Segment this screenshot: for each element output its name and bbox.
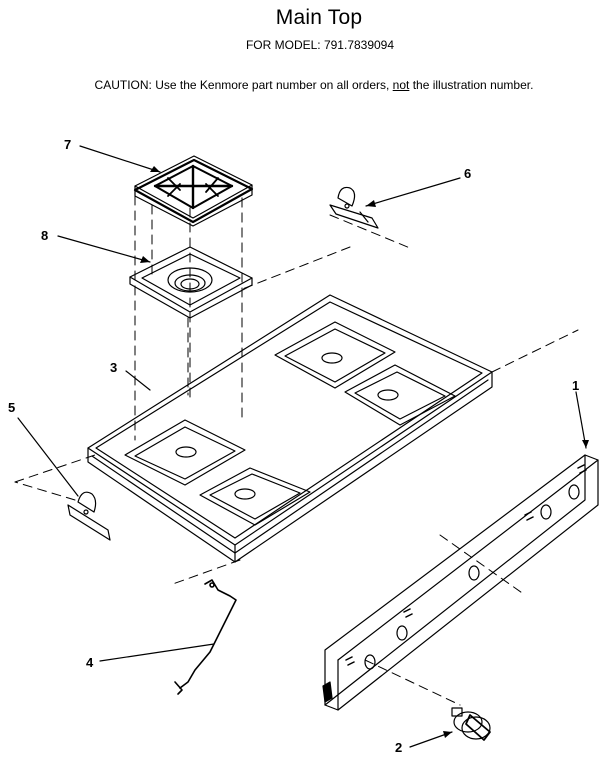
main-top-part [87, 294, 493, 563]
burner-bowl-part [129, 246, 253, 319]
wire-part [174, 579, 237, 695]
knob-part [451, 707, 491, 741]
callout-3: 3 [110, 360, 118, 375]
callout-1: 1 [572, 378, 580, 393]
assembly-dash-lines [14, 195, 579, 706]
callout-2: 2 [395, 740, 403, 755]
callout-5: 5 [8, 400, 16, 415]
hinge-left-part [67, 491, 111, 541]
callout-4: 4 [86, 655, 94, 670]
callout-leaders [17, 145, 587, 748]
grate-part [133, 155, 254, 227]
control-panel-part [322, 454, 599, 711]
caution-emphasis: not [392, 78, 410, 92]
page-title: Main Top [275, 6, 363, 29]
hinge-right-part [329, 186, 379, 229]
leader-arrowheads [140, 166, 589, 738]
callout-7: 7 [64, 137, 72, 152]
caution-note: CAUTION: Use the Kenmore part number on … [0, 78, 608, 92]
caution-text-prefix: CAUTION: Use the Kenmore part number on … [94, 78, 393, 92]
callout-8: 8 [41, 228, 49, 243]
caution-text-suffix: the illustration number. [409, 78, 534, 92]
model-number: FOR MODEL: 791.7839094 [245, 38, 395, 52]
callout-6: 6 [464, 166, 472, 181]
